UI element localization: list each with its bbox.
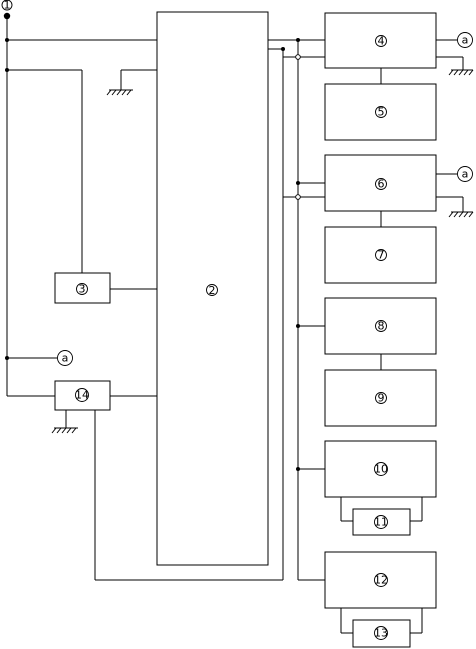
junction-dot bbox=[296, 467, 300, 471]
svg-text:8: 8 bbox=[378, 320, 385, 333]
svg-text:9: 9 bbox=[378, 392, 385, 405]
svg-text:a: a bbox=[62, 352, 69, 365]
ground-icon bbox=[448, 69, 474, 76]
ground-icon bbox=[106, 89, 133, 96]
unit-11: 11 bbox=[352, 508, 411, 536]
unit-3: 3 bbox=[54, 272, 111, 304]
unit-9: 9 bbox=[324, 369, 437, 427]
connector-a-unit-6: a bbox=[457, 166, 473, 182]
svg-text:3: 3 bbox=[79, 283, 86, 296]
crossover-junction bbox=[295, 54, 301, 60]
unit-2: 2 bbox=[156, 11, 269, 566]
svg-text:11: 11 bbox=[374, 516, 388, 529]
junction-dots bbox=[3, 12, 301, 471]
unit-14: 14 bbox=[54, 380, 111, 411]
svg-text:a: a bbox=[462, 168, 469, 181]
svg-text:1: 1 bbox=[4, 0, 11, 12]
unit-4: 4 bbox=[324, 12, 437, 69]
unit-7: 7 bbox=[324, 226, 437, 284]
unit-5: 5 bbox=[324, 83, 437, 141]
junction-dot bbox=[296, 324, 300, 328]
svg-text:6: 6 bbox=[378, 178, 385, 191]
junction-dot bbox=[281, 47, 285, 51]
terminal-1-label: 1 bbox=[1, 0, 13, 12]
svg-text:4: 4 bbox=[378, 35, 385, 48]
svg-text:a: a bbox=[462, 34, 469, 47]
unit-12: 12 bbox=[324, 551, 437, 609]
unit-6: 6 bbox=[324, 154, 437, 212]
ground-icon bbox=[51, 427, 78, 434]
unit-10: 10 bbox=[324, 440, 437, 498]
unit-13: 13 bbox=[352, 619, 411, 648]
svg-text:13: 13 bbox=[374, 627, 388, 640]
junction-dot bbox=[296, 38, 300, 42]
crossover-junction bbox=[295, 194, 301, 200]
junction-dot bbox=[5, 38, 9, 42]
junction-dot bbox=[5, 356, 9, 360]
svg-text:2: 2 bbox=[209, 284, 216, 297]
ground-icon bbox=[448, 211, 474, 218]
svg-text:12: 12 bbox=[374, 574, 388, 587]
terminal-dot bbox=[3, 12, 11, 20]
wiring bbox=[6, 14, 464, 634]
svg-text:14: 14 bbox=[75, 389, 89, 402]
unit-8: 8 bbox=[324, 297, 437, 355]
connector-a-unit-4: a bbox=[457, 32, 473, 48]
svg-text:5: 5 bbox=[378, 106, 385, 119]
connector-a-left: a bbox=[57, 350, 73, 366]
junction-dot bbox=[296, 181, 300, 185]
svg-text:10: 10 bbox=[374, 463, 388, 476]
junction-dot bbox=[5, 68, 9, 72]
svg-text:7: 7 bbox=[378, 249, 385, 262]
